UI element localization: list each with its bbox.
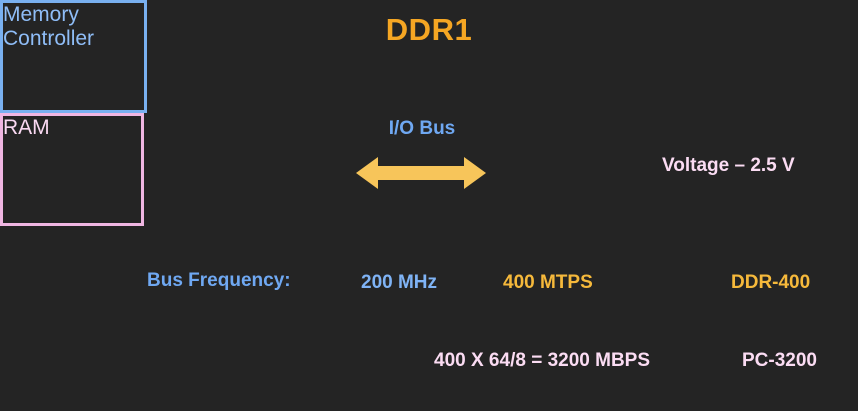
ram-label: RAM [3, 116, 50, 139]
pc-rating-label: PC-3200 [742, 350, 817, 371]
memory-controller-node: Memory Controller [0, 0, 147, 113]
memory-controller-label-line2: Controller [3, 27, 95, 50]
voltage-note: Voltage – 2.5 V [662, 155, 795, 176]
transfer-rate-value: 400 MTPS [503, 272, 593, 293]
double-headed-arrow-icon [356, 157, 486, 189]
io-bus-label: I/O Bus [388, 118, 456, 139]
bandwidth-calculation: 400 X 64/8 = 3200 MBPS [434, 350, 651, 371]
bus-frequency-label: Bus Frequency: [147, 270, 291, 291]
ram-node: RAM [0, 113, 144, 226]
memory-controller-label: Memory Controller [3, 3, 144, 51]
bus-frequency-value: 200 MHz [361, 272, 438, 293]
module-name-value: DDR-400 [731, 272, 811, 293]
memory-controller-label-line1: Memory [3, 3, 79, 26]
page-title: DDR1 [385, 12, 473, 47]
